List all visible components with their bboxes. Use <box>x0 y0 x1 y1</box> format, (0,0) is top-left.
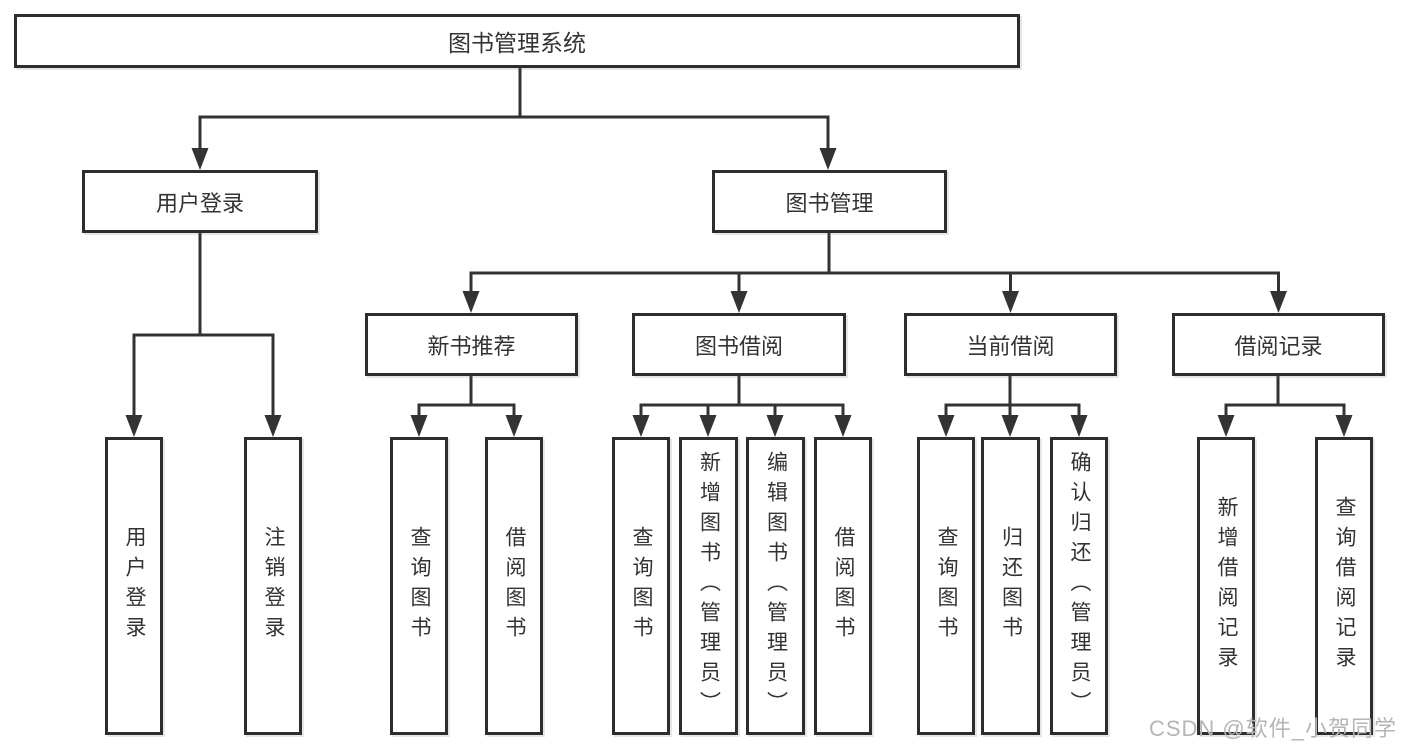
leaf-add-book-admin: 新增图书（管理员） <box>679 437 738 735</box>
node-label: 借阅图书 <box>832 526 856 646</box>
leaf-logout: 注销登录 <box>244 437 302 735</box>
leaf-query-books-recommend: 查询图书 <box>390 437 448 735</box>
leaf-query-books-borrowing: 查询图书 <box>612 437 670 735</box>
node-book-borrowing: 图书借阅 <box>632 313 846 376</box>
node-label: 当前借阅 <box>966 333 1055 359</box>
node-label: 确认归还（管理员） <box>1068 451 1092 721</box>
node-label: 借阅记录 <box>1234 333 1323 359</box>
node-book-management-module: 图书管理 <box>712 170 947 233</box>
node-label: 用户登录 <box>155 190 244 216</box>
node-label: 查询借阅记录 <box>1333 496 1357 676</box>
node-label: 查询图书 <box>408 526 432 646</box>
node-label: 查询图书 <box>630 526 654 646</box>
node-label: 新增图书（管理员） <box>697 451 721 721</box>
node-user-login-module: 用户登录 <box>82 170 318 233</box>
leaf-user-login: 用户登录 <box>105 437 163 735</box>
node-label: 借阅图书 <box>503 526 527 646</box>
node-system-root: 图书管理系统 <box>14 14 1020 68</box>
arrowheads <box>125 148 1353 437</box>
node-label: 图书管理 <box>785 190 874 216</box>
node-label: 归还图书 <box>999 526 1023 646</box>
leaf-borrow-books-recommend: 借阅图书 <box>485 437 543 735</box>
leaf-query-books-current: 查询图书 <box>917 437 975 735</box>
leaf-confirm-return-admin: 确认归还（管理员） <box>1050 437 1108 735</box>
node-current-borrowing: 当前借阅 <box>904 313 1117 376</box>
leaf-query-borrow-record: 查询借阅记录 <box>1315 437 1373 735</box>
node-label: 新增借阅记录 <box>1215 496 1239 676</box>
node-label: 图书借阅 <box>694 333 783 359</box>
node-label: 用户登录 <box>123 526 147 646</box>
leaf-edit-book-admin: 编辑图书（管理员） <box>746 437 805 735</box>
csdn-watermark: CSDN @软件_小贺同学 <box>1148 716 1397 741</box>
node-label: 查询图书 <box>935 526 959 646</box>
node-label: 编辑图书（管理员） <box>764 451 788 721</box>
leaf-return-book: 归还图书 <box>981 437 1040 735</box>
leaf-add-borrow-record: 新增借阅记录 <box>1197 437 1255 735</box>
leaf-borrow-books: 借阅图书 <box>814 437 872 735</box>
node-label: 注销登录 <box>262 526 286 646</box>
node-borrow-records: 借阅记录 <box>1172 313 1385 376</box>
node-label: 新书推荐 <box>427 333 516 359</box>
node-new-book-recommend: 新书推荐 <box>365 313 578 376</box>
node-label: 图书管理系统 <box>448 30 586 56</box>
